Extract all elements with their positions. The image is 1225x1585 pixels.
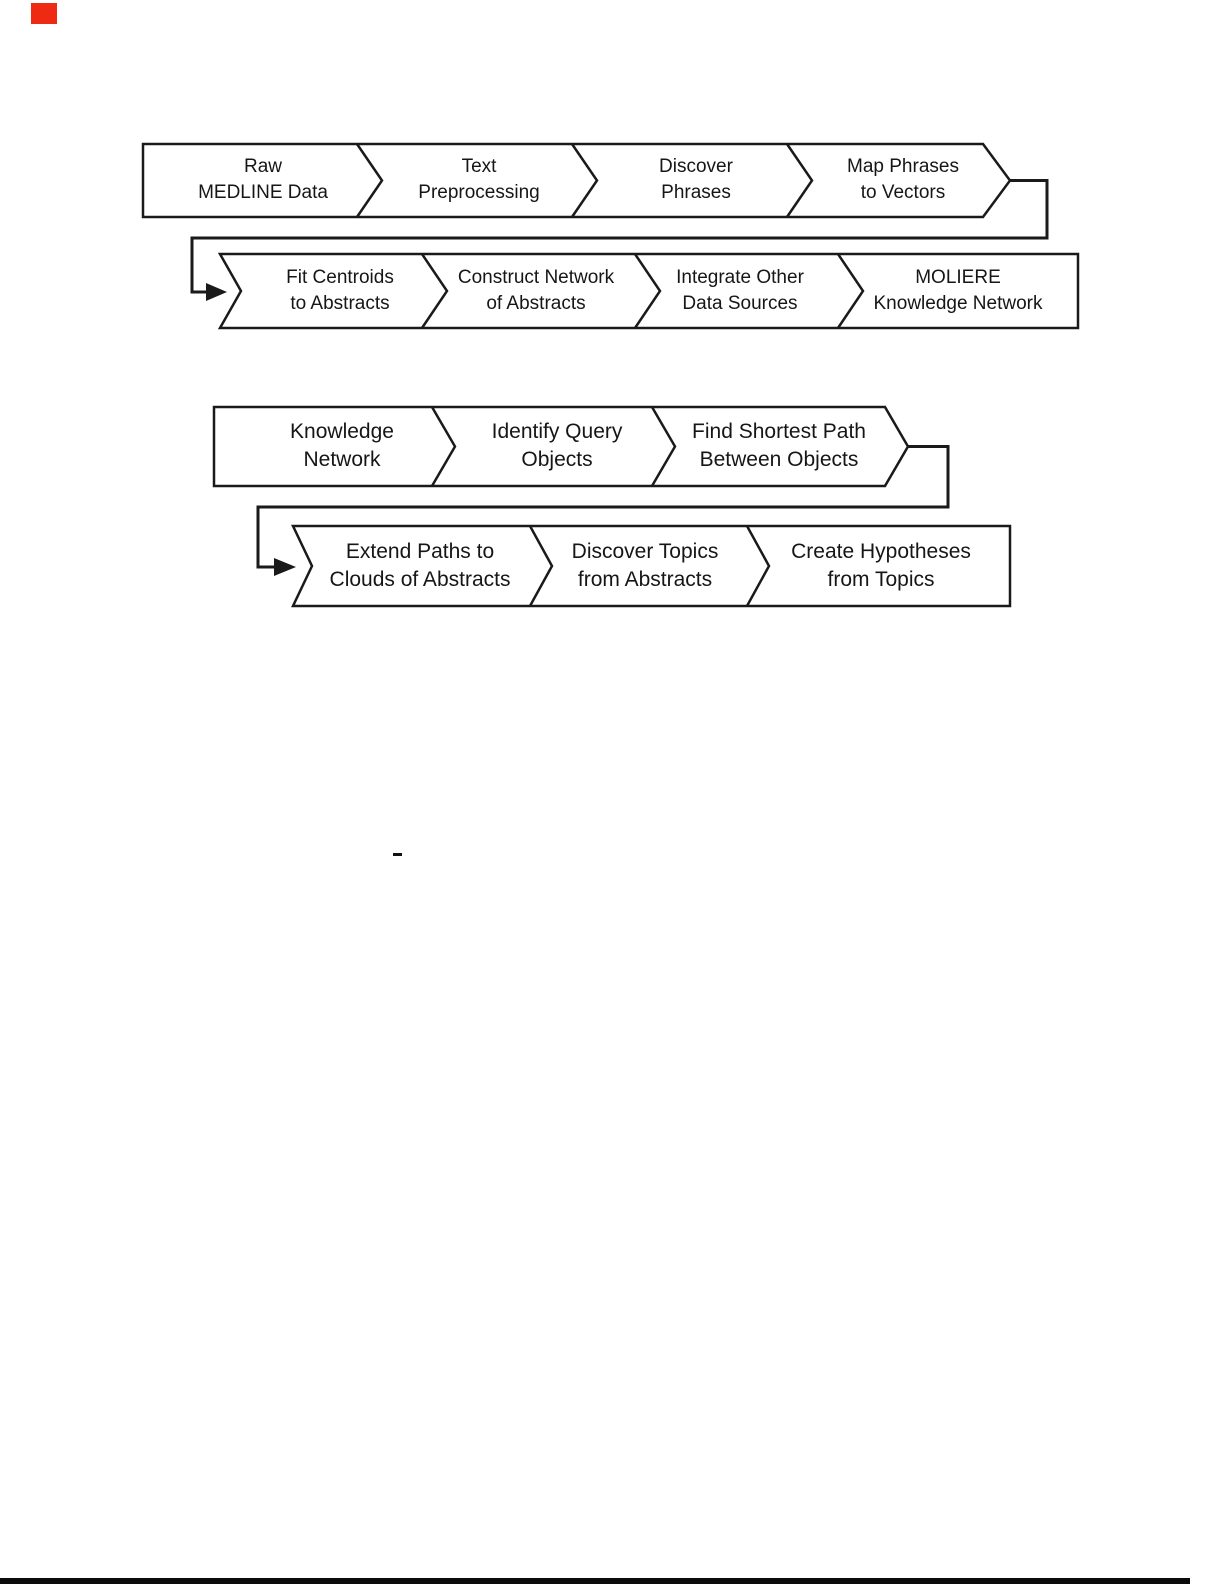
chevron-separator [430, 406, 457, 487]
step-label: Integrate Other Data Sources [676, 267, 804, 314]
figure1-wrap-connector [190, 179, 1049, 294]
arrowhead-icon [206, 283, 227, 301]
chevron-separator [650, 406, 677, 487]
chevron-separator [836, 253, 865, 329]
step-label: Fit Centroids to Abstracts [286, 267, 394, 314]
figure2-wrap-connector [256, 445, 950, 569]
chevron-separator [570, 143, 599, 218]
step-label: Knowledge Network [290, 420, 394, 471]
arrowhead-icon [274, 558, 296, 576]
step-label: Discover Topics from Abstracts [571, 540, 719, 591]
chevron-separator [785, 143, 814, 218]
step-label: Discover Phrases [659, 156, 733, 203]
chevron-separator [633, 253, 662, 329]
chevron-separator [528, 525, 554, 607]
figure2-row2-band [291, 524, 1012, 608]
step-label: Map Phrases to Vectors [847, 156, 959, 203]
figure1-row1-band [141, 142, 1012, 219]
step-label: Raw MEDLINE Data [198, 156, 328, 203]
step-label: Extend Paths to Clouds of Abstracts [329, 540, 511, 591]
step-label: Identify Query Objects [491, 420, 623, 471]
step-label: Text Preprocessing [418, 156, 540, 203]
chevron-separator [420, 253, 449, 329]
figure2-row1-band [212, 405, 910, 488]
stray-dash-mark [393, 853, 402, 856]
red-annotation-marker [31, 3, 57, 24]
step-label: Construct Network of Abstracts [457, 267, 615, 314]
step-label: Create Hypotheses from Topics [791, 540, 971, 591]
chevron-separator [355, 143, 384, 218]
step-label: Find Shortest Path Between Objects [692, 420, 866, 471]
chevron-separator [745, 525, 771, 607]
page-footer-rule [0, 1578, 1190, 1584]
step-label: MOLIERE Knowledge Network [873, 267, 1043, 314]
